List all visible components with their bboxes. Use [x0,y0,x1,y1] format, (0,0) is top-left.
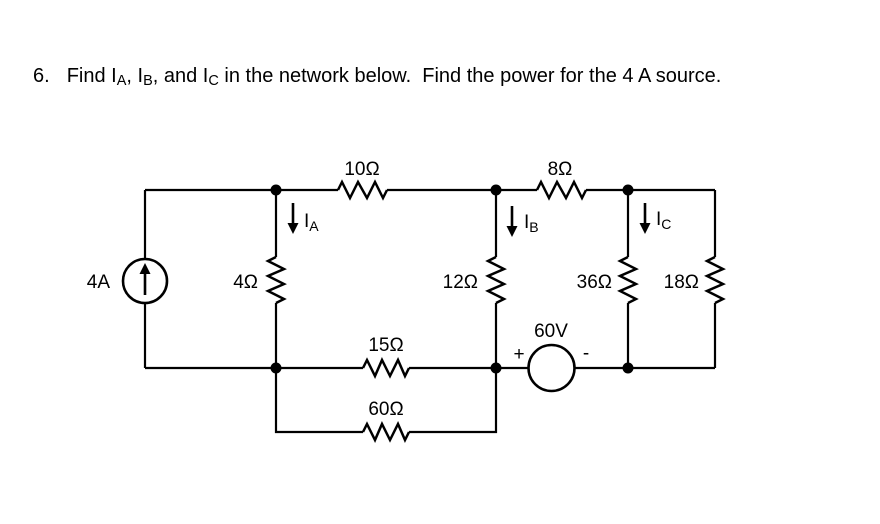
title-text-1: Find I [66,65,117,87]
component-labels: 4A 10Ω 8Ω 4Ω 12Ω 36Ω 18Ω 15Ω 60Ω [87,159,699,420]
title-subscript-c: C [208,73,219,89]
resistors [265,179,726,443]
problem-number: 6. [33,65,50,87]
resistor-10ohm [336,179,389,201]
node-dot [270,184,282,196]
current-arrow-ia: IA [287,203,319,234]
current-arrow-ic: IC [639,203,671,234]
voltage-source-plus-sign: + [513,344,524,365]
resistor-8ohm [535,179,588,201]
resistor-60ohm [361,421,411,443]
resistor-18ohm-label: 18Ω [664,272,699,293]
ic-label-sub: C [661,216,671,232]
node-dots [270,184,634,374]
voltage-source-circle [527,343,576,393]
current-source-4a [121,257,169,305]
title-text-2: , I [126,65,144,87]
node-dot [270,362,282,374]
resistor-8ohm-label: 8Ω [548,159,573,180]
ic-label: IC [656,209,671,232]
circuit-wires [143,188,717,434]
resistor-36ohm [617,255,639,305]
voltage-source-minus-sign: - [583,343,589,364]
ia-arrow-down-icon [287,223,299,234]
current-source-circle [121,257,169,305]
resistor-12ohm-label: 12Ω [443,272,478,293]
resistor-4ohm-label: 4Ω [233,272,258,293]
current-source-arrow-up-icon [139,263,151,274]
title-subscript-a: A [116,73,127,89]
resistor-18ohm [704,255,726,305]
title-text-3: , and I [152,65,209,87]
wire-bottomloop-right [409,368,498,434]
ib-label-base: I [524,212,529,233]
ia-label-base: I [304,211,309,232]
ia-label-sub: A [309,218,319,234]
ib-label: IB [524,212,539,235]
ia-label: IA [304,211,319,234]
voltage-source-60v: + - 60V [513,321,589,393]
problem-title: 6. Find IA, IB, and IC in the network bel… [33,64,721,93]
resistor-15ohm-label: 15Ω [368,335,403,356]
node-dot [622,184,634,196]
resistor-36ohm-label: 36Ω [577,272,612,293]
current-arrow-ib: IB [506,206,539,237]
resistor-15ohm [361,357,411,379]
ib-arrow-down-icon [506,226,518,237]
resistor-12ohm [485,255,507,305]
resistor-4ohm [265,255,287,305]
node-dot [490,362,502,374]
wire-bottomloop-left [274,368,363,434]
resistor-10ohm-label: 10Ω [344,159,379,180]
resistor-60ohm-label: 60Ω [368,399,403,420]
node-dot [490,184,502,196]
title-subscript-b: B [143,73,153,89]
voltage-source-label: 60V [534,321,568,342]
ic-label-base: I [656,209,661,230]
ic-arrow-down-icon [639,223,651,234]
title-text-4: in the network below. Find the power for… [218,65,722,87]
current-source-value-label: 4A [87,272,111,293]
ib-label-sub: B [529,219,538,235]
node-dot [622,362,634,374]
